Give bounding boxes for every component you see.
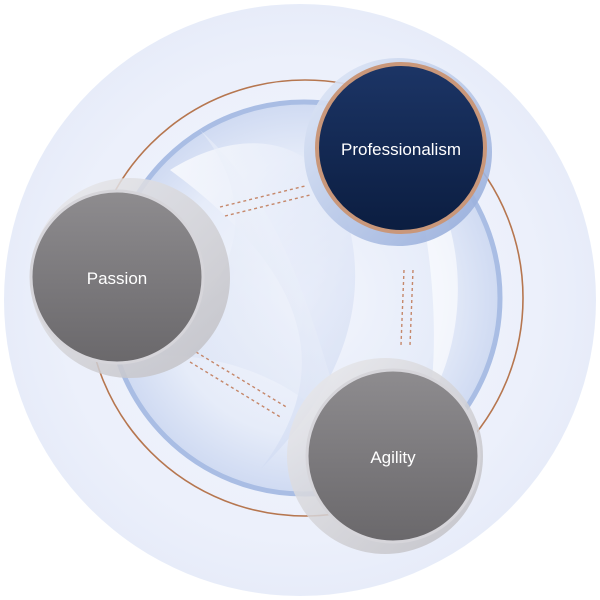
node-professionalism[interactable]: Professionalism bbox=[304, 58, 492, 246]
connector-professionalism-agility bbox=[400, 269, 414, 346]
node-passion-label: Passion bbox=[87, 269, 147, 288]
connector-professionalism-passion bbox=[219, 185, 311, 217]
sweep-highlight-lower bbox=[120, 130, 360, 470]
node-passion[interactable]: Passion bbox=[29, 178, 230, 378]
node-agility[interactable]: Agility bbox=[287, 358, 483, 554]
node-agility-circle bbox=[305, 368, 481, 544]
node-agility-label: Agility bbox=[370, 448, 416, 467]
sweep-highlight-right bbox=[410, 150, 458, 400]
node-passion-circle bbox=[29, 189, 205, 365]
node-professionalism-label: Professionalism bbox=[341, 140, 461, 159]
node-professionalism-circle bbox=[315, 62, 487, 234]
